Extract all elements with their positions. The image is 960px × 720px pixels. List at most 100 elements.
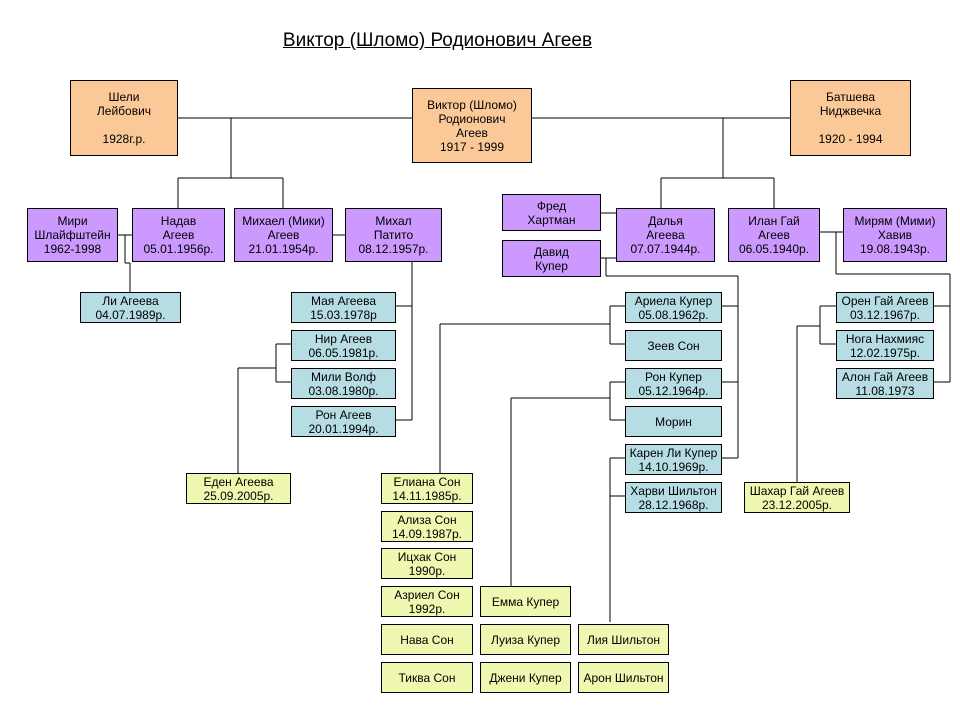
person-text-line: Харви Шильтон	[630, 483, 717, 498]
person-text-line: 14.10.1969р.	[638, 459, 709, 474]
person-text-line: Агеев	[162, 228, 195, 242]
person-text-line: Рон Агеев	[315, 407, 372, 422]
person-text-line: 23.12.2005р.	[761, 497, 833, 512]
person-text-line: Хартман	[527, 212, 576, 227]
person-text-line: 07.07.1944р.	[630, 242, 701, 256]
person-text-line: Емма Купер	[491, 594, 560, 609]
person-text-line: Хавив	[877, 228, 913, 242]
person-text-line: Батшева	[826, 90, 875, 104]
person-text-line: 1928г.р.	[102, 132, 146, 146]
person-liya: Лия Шильтон	[578, 624, 669, 655]
person-text-line: Елиана Сон	[393, 474, 461, 489]
person-text-line: Нава Сон	[400, 632, 454, 647]
person-text-line: 15.03.1978р	[310, 307, 377, 322]
person-text-line: Тиква Сон	[398, 670, 456, 685]
person-text-line: 14.11.1985р.	[392, 488, 462, 503]
person-text-line: Виктор (Шломо)	[427, 97, 517, 112]
person-text-line: 1990р.	[408, 563, 446, 578]
person-text-line: Карен Ли Купер	[629, 445, 718, 460]
person-text-line: Нога Нахмияс	[845, 331, 925, 346]
person-text-line: Купер	[535, 258, 568, 273]
person-text-line: Рон Купер	[645, 369, 702, 384]
person-text-line: Алон Гай Агеев	[841, 369, 929, 384]
person-text-line: Азриел Сон	[394, 587, 460, 602]
person-text-line: Орен Гай Агеев	[841, 293, 929, 308]
person-text-line: Мирям (Мими)	[854, 214, 936, 228]
person-text-line: Давид	[534, 244, 569, 259]
person-text-line: Илан Гай	[748, 214, 800, 228]
person-text-line: 04.07.1989р.	[95, 307, 166, 322]
person-morin: Морин	[625, 406, 722, 437]
person-text-line: Ли Агеева	[102, 293, 159, 308]
person-text-line: Еден Агеева	[203, 474, 274, 489]
person-zeev: Зеев Сон	[625, 330, 722, 361]
person-text-line: Патито	[373, 228, 414, 242]
person-text-line: Ализа Сон	[397, 512, 457, 527]
person-text-line: 21.01.1954р.	[248, 242, 319, 256]
person-text-line: 14.09.1987р.	[391, 526, 463, 541]
person-text-line: Зеев Сон	[647, 338, 700, 353]
person-text-line: Лейбович	[96, 104, 152, 118]
person-text-line: 28.12.1968р.	[638, 497, 709, 512]
person-text-line: Луиза Купер	[490, 632, 561, 647]
person-text-line: Арон Шильтон	[583, 670, 664, 685]
person-emma: Емма Купер	[480, 586, 571, 617]
person-text-line: 08.12.1957р.	[358, 242, 429, 256]
person-text-line: 05.12.1964р.	[638, 383, 709, 398]
person-text-line: Михал	[375, 214, 412, 228]
person-text-line: Джени Купер	[489, 670, 562, 685]
person-text-line: Морин	[655, 414, 692, 429]
person-text-line: Шлайфштейн	[34, 228, 111, 242]
person-text-line: 19.08.1943р.	[859, 242, 931, 256]
person-text-line: Нир Агеев	[314, 331, 373, 346]
person-text-line: Родионович	[438, 111, 506, 126]
person-text-line: Фред	[536, 198, 567, 213]
person-text-line: 03.12.1967р.	[849, 307, 921, 322]
person-text-line: Агеев	[456, 125, 488, 140]
chart-title: Виктор (Шломо) Родионович Агеев	[282, 30, 593, 51]
person-text-line: 11.08.1973	[855, 383, 915, 398]
person-text-line: Лия Шильтон	[586, 632, 661, 647]
person-text-line: 06.05.1981р.	[308, 345, 379, 360]
person-text-line: Агеев	[758, 228, 790, 242]
person-text-line: Ицхак Сон	[397, 549, 457, 564]
person-luiza: Луиза Купер	[480, 624, 571, 655]
person-text-line: Шахар Гай Агеев	[749, 483, 845, 498]
person-text-line: Далья	[648, 214, 683, 228]
person-text-line: 06.05.1940р.	[738, 242, 810, 256]
person-aron: Арон Шильтон	[578, 662, 669, 693]
person-text-line: 25.09.2005р.	[203, 488, 274, 503]
person-nava: Нава Сон	[381, 624, 473, 655]
person-text-line: Мири	[57, 214, 88, 228]
person-text-line: 1920 - 1994	[818, 132, 883, 146]
person-text-line: 20.01.1994р.	[308, 421, 379, 436]
person-text-line	[122, 118, 125, 132]
person-text-line: Надав	[160, 214, 197, 228]
person-text-line: 1962-1998	[43, 242, 102, 256]
person-text-line: Мая Агеева	[310, 293, 376, 308]
person-text-line	[849, 118, 852, 132]
